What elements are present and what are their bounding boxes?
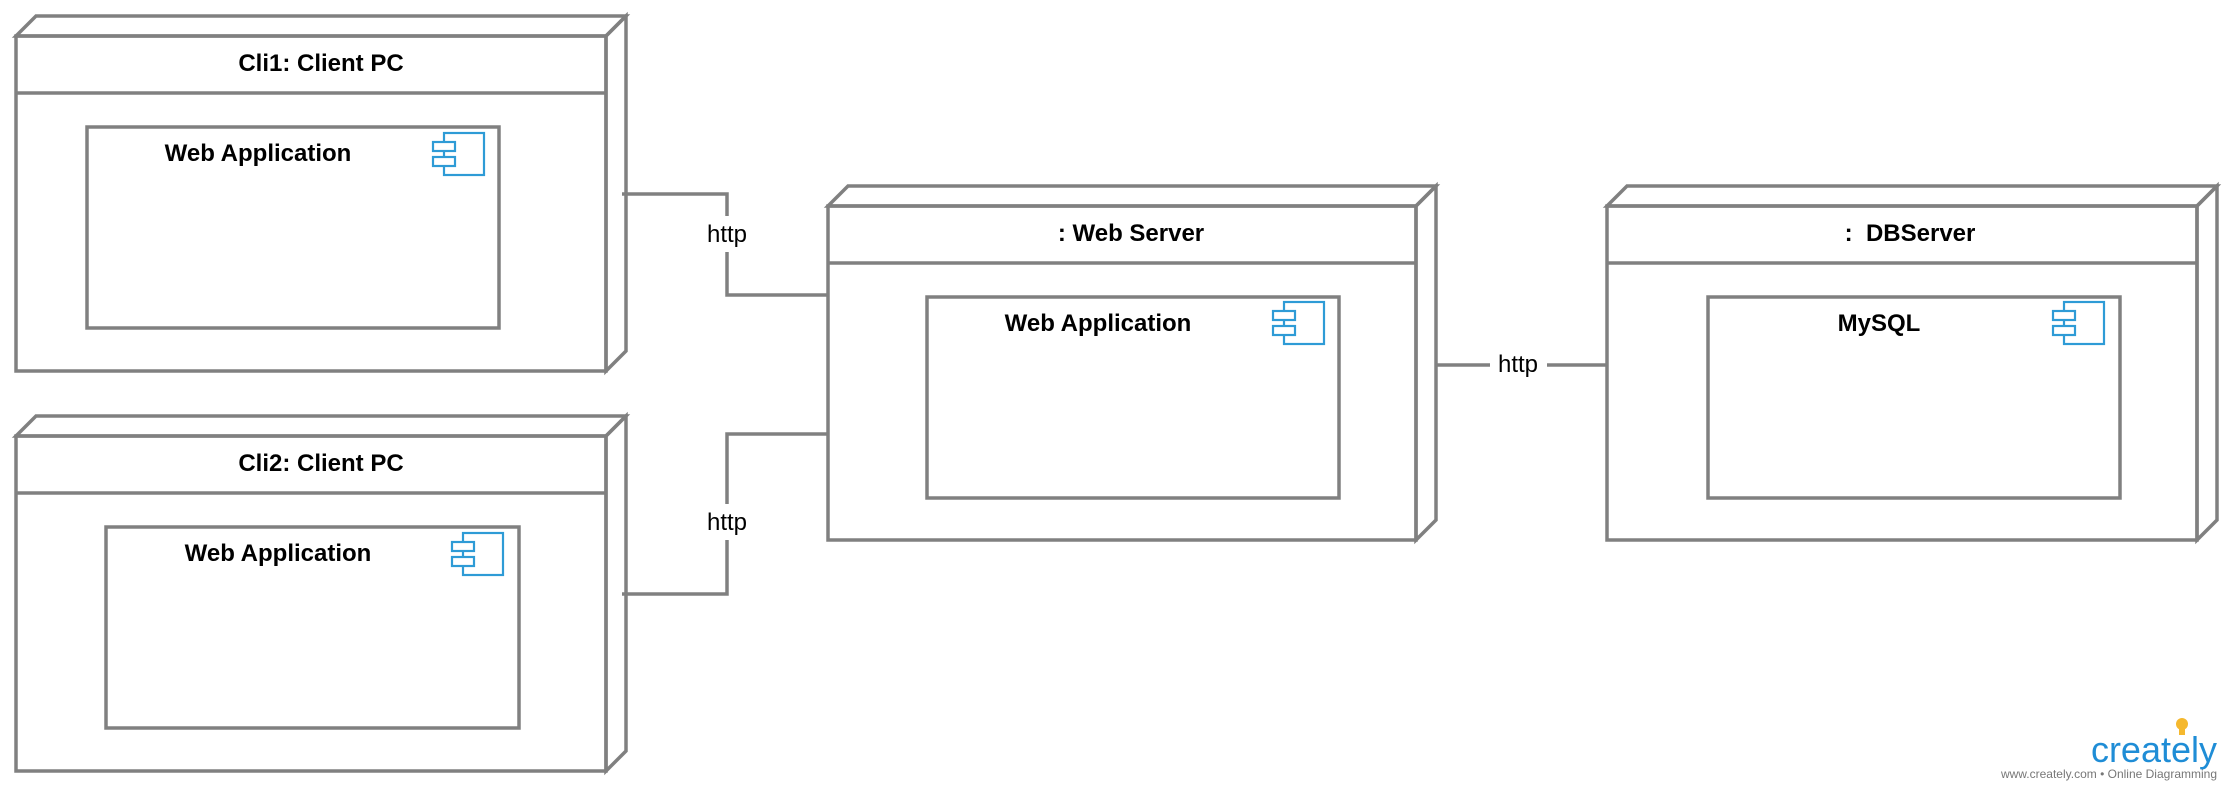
node-cli2-client-pc[interactable]: Cli2: Client PC Web Application bbox=[11, 411, 631, 776]
node-web-server[interactable]: : Web Server Web Application bbox=[823, 181, 1441, 545]
connector-label-bg bbox=[700, 216, 754, 252]
component-web-application[interactable]: Web Application bbox=[925, 295, 1341, 500]
lightbulb-base bbox=[2179, 729, 2185, 735]
node-side-face bbox=[2195, 181, 2219, 545]
node-title: : DBServer bbox=[1845, 220, 1976, 247]
connector-label-bg bbox=[700, 504, 754, 540]
component-web-application[interactable]: Web Application bbox=[85, 125, 501, 330]
node-top-face bbox=[11, 414, 631, 438]
node-top-face bbox=[823, 184, 1441, 208]
component-label: Web Application bbox=[1005, 310, 1192, 337]
component-box bbox=[925, 295, 1341, 500]
node-top-face bbox=[11, 14, 631, 38]
component-box bbox=[1706, 295, 2122, 500]
connector-label-http-3: http bbox=[1498, 351, 1538, 378]
component-icon bbox=[1271, 300, 1326, 346]
component-mysql[interactable]: MySQL bbox=[1706, 295, 2122, 500]
node-top-face bbox=[1602, 184, 2222, 208]
node-title: : Web Server bbox=[1058, 220, 1204, 247]
component-label: Web Application bbox=[185, 540, 372, 567]
node-cli1-client-pc[interactable]: Cli1: Client PC Web Application bbox=[11, 11, 631, 376]
component-box bbox=[85, 125, 501, 330]
connector-label-http-1: http bbox=[707, 221, 747, 248]
node-title: Cli1: Client PC bbox=[238, 50, 403, 77]
component-label: Web Application bbox=[165, 140, 352, 167]
component-web-application[interactable]: Web Application bbox=[104, 525, 521, 730]
node-side-face bbox=[1414, 181, 1438, 545]
component-box bbox=[104, 525, 521, 730]
creately-watermark: creately www.creately.com • Online Diagr… bbox=[2000, 718, 2217, 781]
node-title: Cli2: Client PC bbox=[238, 450, 403, 477]
component-icon bbox=[450, 531, 505, 577]
node-side-face bbox=[604, 11, 628, 376]
connector-label-http-2: http bbox=[707, 509, 747, 536]
component-icon bbox=[431, 131, 486, 177]
node-db-server[interactable]: : DBServer MySQL bbox=[1602, 181, 2222, 545]
component-icon bbox=[2051, 300, 2106, 346]
creately-tagline: www.creately.com • Online Diagramming bbox=[2000, 767, 2217, 781]
node-side-face bbox=[604, 411, 628, 776]
lightbulb-icon bbox=[2176, 718, 2188, 730]
component-label: MySQL bbox=[1838, 310, 1921, 337]
creately-logo: creately bbox=[2091, 729, 2217, 770]
